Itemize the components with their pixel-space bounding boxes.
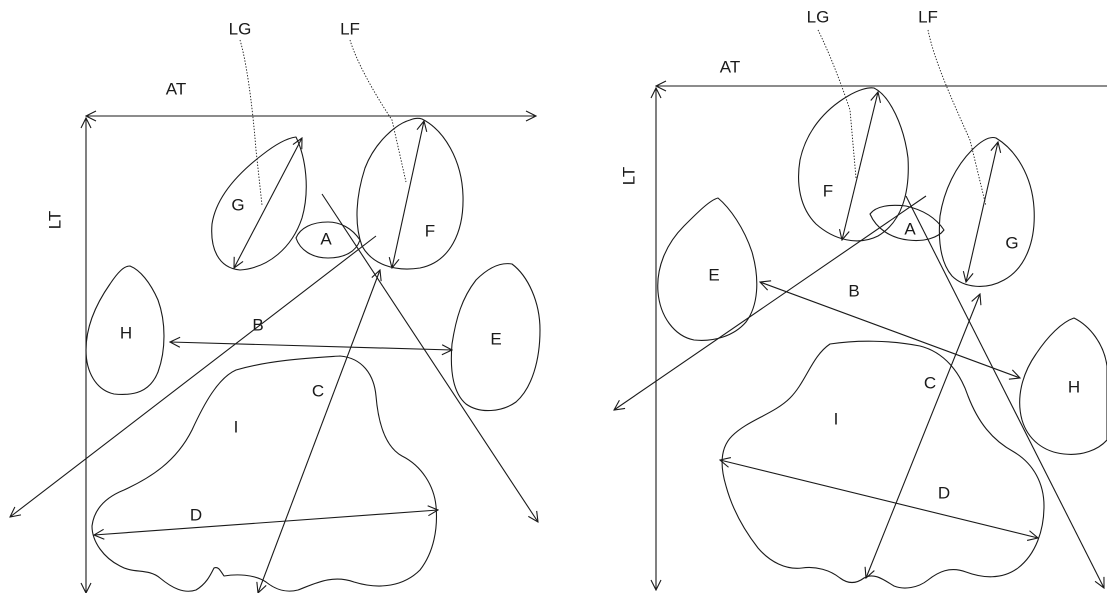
left-lg-leader xyxy=(239,39,263,206)
right-b-arrow xyxy=(760,282,1020,378)
left-label-b: B xyxy=(252,315,263,334)
left-label-h: H xyxy=(120,323,132,342)
left-lf-leader xyxy=(349,39,407,183)
left-g-length-arrow xyxy=(234,138,302,268)
right-label-h: H xyxy=(1068,377,1080,396)
right-g-length-arrow xyxy=(966,142,998,282)
left-label-lt: LT xyxy=(45,211,64,230)
left-label-d: D xyxy=(190,505,202,524)
right-pad-a xyxy=(869,204,945,242)
right-label-i: I xyxy=(834,409,839,428)
right-label-c: C xyxy=(924,373,936,392)
left-label-lg: LG xyxy=(229,19,252,38)
left-label-lf: LF xyxy=(340,19,360,38)
right-f-length-arrow xyxy=(842,92,878,240)
left-label-e: E xyxy=(490,329,501,348)
right-axis-2 xyxy=(905,195,1104,588)
left-b-arrow xyxy=(170,342,452,350)
right-label-a: A xyxy=(904,219,916,238)
left-pad-e xyxy=(450,263,541,412)
left-paw-diagram: LG LF AT LT G A F H B E C I D xyxy=(10,19,541,593)
right-label-f: F xyxy=(823,181,833,200)
left-c-arrow xyxy=(258,270,380,593)
right-axis-1 xyxy=(614,195,927,410)
right-lf-leader xyxy=(927,29,987,207)
right-label-lf: LF xyxy=(918,7,938,26)
left-d-arrow xyxy=(94,510,438,535)
left-pad-a xyxy=(295,221,361,259)
left-axis-1 xyxy=(10,235,377,517)
right-label-g: G xyxy=(1005,233,1018,252)
left-label-g: G xyxy=(231,195,244,214)
right-label-at: AT xyxy=(720,57,740,76)
right-label-e: E xyxy=(708,265,719,284)
left-axis-2 xyxy=(321,193,538,522)
left-pad-h xyxy=(85,265,165,395)
right-c-arrow xyxy=(866,294,980,578)
left-label-c: C xyxy=(312,381,324,400)
left-label-at: AT xyxy=(166,79,186,98)
right-pad-f xyxy=(798,87,909,242)
right-pad-h xyxy=(1019,317,1107,455)
left-pad-i xyxy=(91,355,437,592)
left-label-a: A xyxy=(320,229,332,248)
right-label-b: B xyxy=(848,281,859,300)
right-pad-g xyxy=(938,136,1035,287)
left-pad-f xyxy=(356,117,464,270)
right-label-d: D xyxy=(938,483,950,502)
right-pad-e xyxy=(657,197,758,341)
left-label-i: I xyxy=(234,417,239,436)
left-f-length-arrow xyxy=(392,121,424,268)
right-paw-diagram: LG LF AT LT F A G E B C H I D xyxy=(614,7,1107,590)
right-label-lg: LG xyxy=(807,7,830,26)
left-label-f: F xyxy=(425,221,435,240)
right-pad-i xyxy=(721,340,1045,589)
right-d-arrow xyxy=(720,460,1038,538)
right-lg-leader xyxy=(817,29,857,179)
right-label-lt: LT xyxy=(619,167,638,186)
